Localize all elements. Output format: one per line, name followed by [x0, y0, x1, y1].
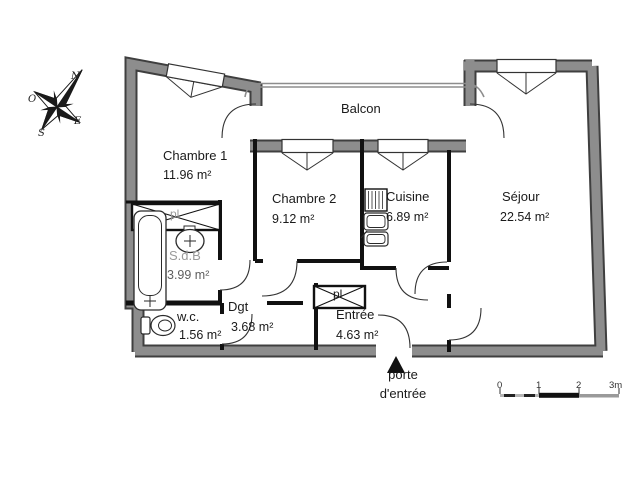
entrance-arrow-icon	[387, 356, 405, 373]
room-name-wc: w.c.	[177, 309, 200, 324]
balcony-label: Balcon	[341, 101, 381, 116]
stove-icon	[364, 188, 388, 212]
scale-bar-icon	[499, 388, 620, 398]
window-chambre1-icon	[165, 63, 226, 98]
room-area-sejour: 22.54 m²	[500, 210, 550, 224]
bathtub-icon	[133, 210, 167, 311]
compass-south-label: S	[38, 128, 45, 139]
kitchen-sink-icon	[360, 212, 389, 247]
entrance-door-label-line2: d'entrée	[379, 386, 427, 401]
compass-north-label: N	[71, 71, 80, 82]
room-area-chambre2: 9.12 m²	[272, 212, 315, 226]
room-area-wc: 1.56 m²	[179, 328, 222, 342]
washbasin-icon	[175, 225, 205, 254]
room-name-sejour: Séjour	[502, 189, 540, 204]
window-cuisine-icon	[377, 138, 429, 171]
room-name-sdb: S.d.B	[169, 248, 201, 263]
compass-rose-icon	[33, 69, 83, 131]
room-name-entree: Entrée	[336, 307, 375, 322]
scale-tick-1: 1	[536, 380, 542, 391]
scale-tick-2: 2	[576, 380, 582, 391]
toilet-icon	[140, 314, 176, 337]
scale-tick-0: 0	[497, 380, 503, 391]
room-name-chambre2: Chambre 2	[272, 191, 337, 206]
entrance-door-label-line1: porte	[388, 367, 418, 382]
room-name-chambre1: Chambre 1	[163, 148, 228, 163]
room-area-chambre1: 11.96 m²	[163, 168, 212, 182]
window-sejour-icon	[496, 58, 557, 95]
compass-west-label: O	[28, 94, 37, 105]
compass-east-label: E	[74, 116, 82, 127]
closet-label-sdb: pl	[170, 207, 180, 221]
room-area-dgt: 3.68 m²	[231, 320, 274, 334]
door-arcs	[219, 103, 505, 349]
window-chambre2-icon	[281, 138, 334, 171]
closet-label-entree: pl	[333, 287, 343, 301]
room-area-sdb: 3.99 m²	[167, 268, 210, 282]
closet-entree-icon	[312, 284, 367, 310]
scale-tick-3m: 3m	[609, 380, 623, 391]
room-area-entree: 4.63 m²	[336, 328, 379, 342]
room-name-dgt: Dgt	[228, 299, 249, 314]
room-name-cuisine: Cuisine	[386, 189, 430, 204]
balcony-railing	[244, 82, 485, 98]
room-area-cuisine: 6.89 m²	[386, 210, 429, 224]
